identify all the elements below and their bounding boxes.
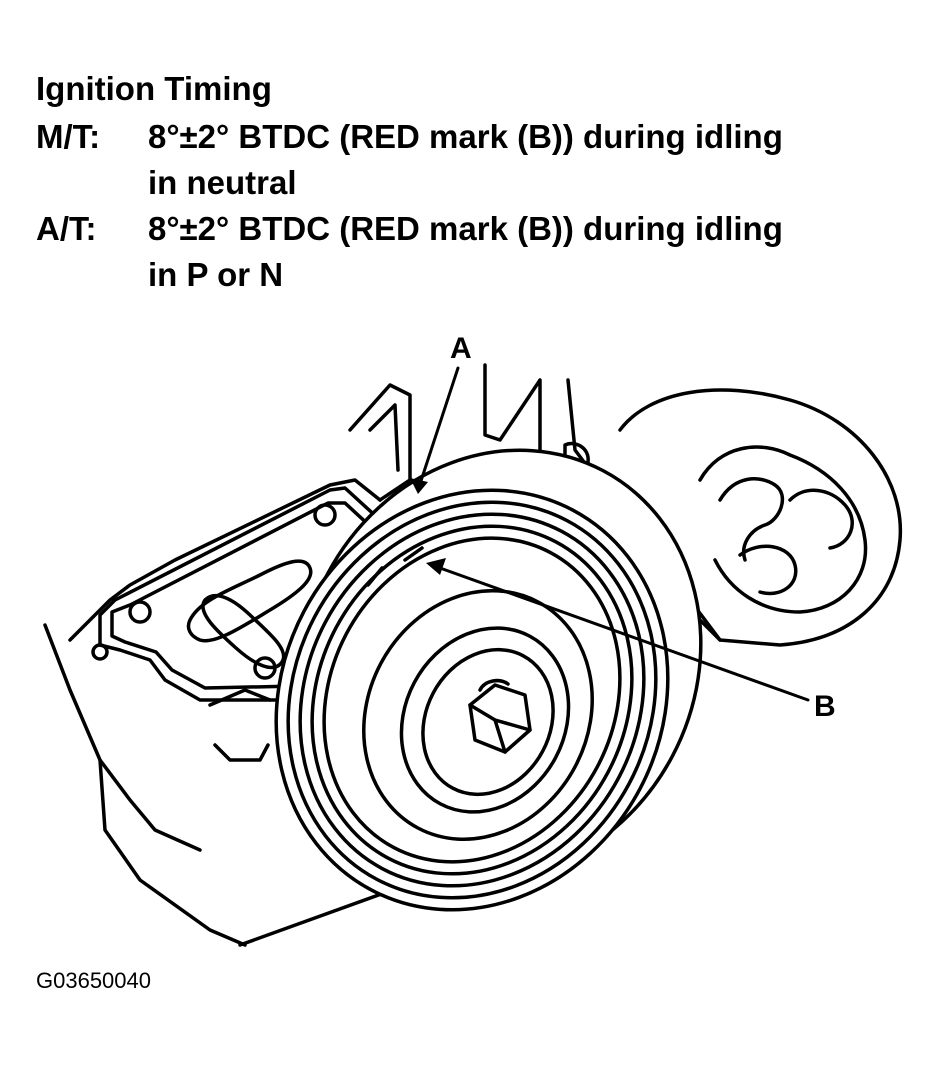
at-spec-line-1: 8°±2° BTDC (RED mark (B)) during idling xyxy=(148,210,783,247)
diagram-title: Ignition Timing xyxy=(36,70,272,107)
mt-spec-line-1: 8°±2° BTDC (RED mark (B)) during idling xyxy=(148,118,783,155)
mt-spec-line-2: in neutral xyxy=(148,164,297,201)
timing-cover-bracket xyxy=(91,486,407,702)
at-spec-label: A/T: xyxy=(36,210,97,247)
callout-label-a: A xyxy=(450,332,472,365)
figure-code: G03650040 xyxy=(36,968,151,993)
mt-spec-label: M/T: xyxy=(36,118,101,155)
callout-leaders xyxy=(410,366,810,702)
at-spec-line-2: in P or N xyxy=(148,256,284,293)
callout-label-b: B xyxy=(814,690,836,723)
crankshaft-pulley xyxy=(274,448,703,912)
